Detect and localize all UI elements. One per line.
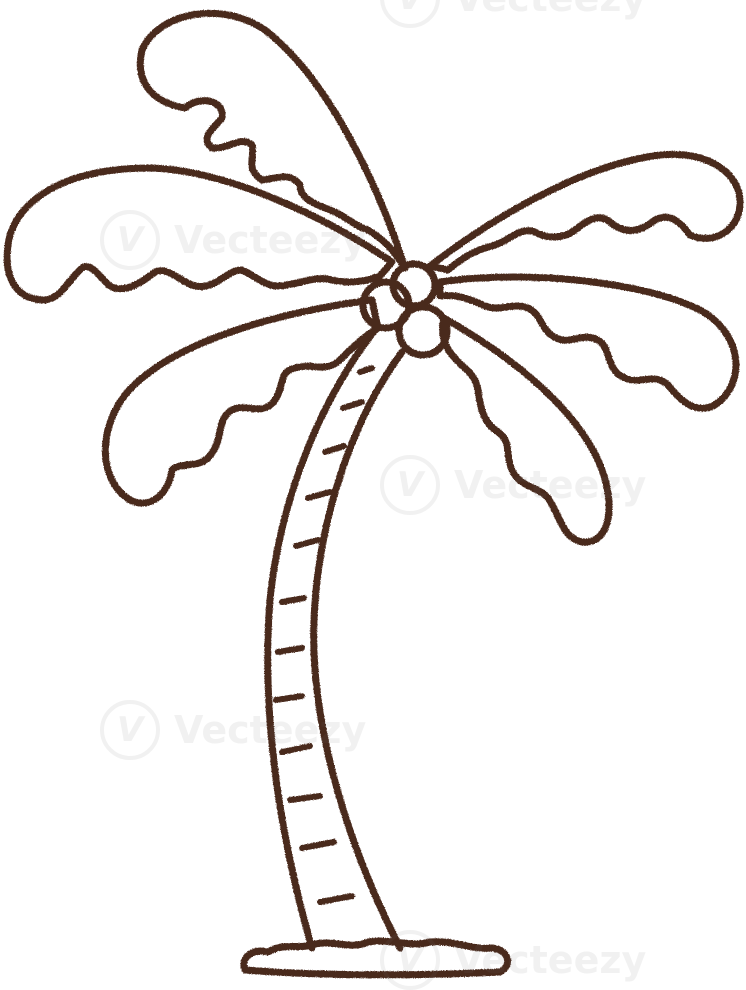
- palm-frond-right-upper: [426, 150, 744, 274]
- palm-frond-lower-right: [438, 314, 613, 546]
- coconut-right: [395, 303, 451, 359]
- palm-frond-lower-left: [101, 296, 382, 507]
- palm-frond-right-middle: [436, 273, 740, 412]
- ground-mound: [240, 937, 511, 979]
- palm-trunk-left-edge: [264, 326, 379, 952]
- coconut-left: [359, 278, 413, 332]
- palm-frond-left: [3, 164, 396, 304]
- trunk-bark-marks: [273, 365, 375, 905]
- palm-frond-top: [136, 9, 409, 272]
- palm-trunk-right-edge: [310, 348, 406, 952]
